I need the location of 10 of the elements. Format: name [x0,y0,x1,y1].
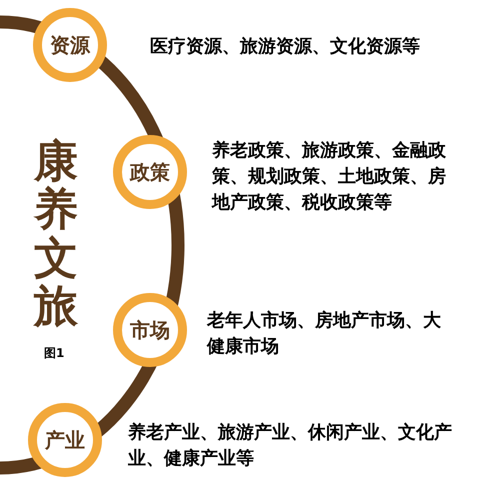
description-text: 养老政策、旅游政策、金融政策、规划政策、土地政策、房地产政策、税收政策等 [212,139,447,216]
description-text: 老年人市场、房地产市场、大健康市场 [207,309,442,360]
vertical-title: 康养文旅 [34,138,78,332]
description-text: 医疗资源、旅游资源、文化资源等 [150,35,421,59]
circle-label: 资源 [50,32,90,59]
circle-label: 市场 [130,317,170,344]
circle-label: 政策 [130,159,170,186]
figure-caption: 图1 [44,345,64,362]
circle-label: 产业 [45,427,85,454]
description-text: 养老产业、旅游产业、休闲产业、文化产业、健康产业等 [128,421,453,472]
